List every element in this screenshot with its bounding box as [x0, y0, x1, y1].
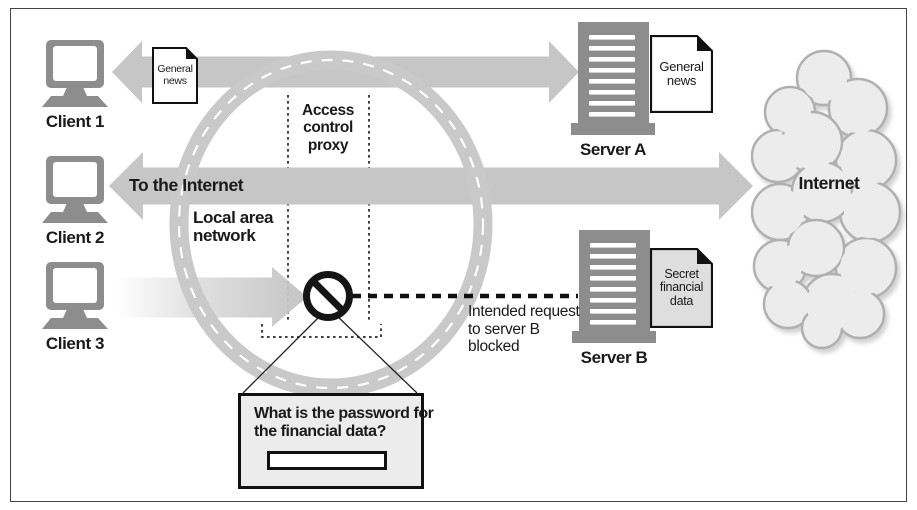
- proxy-bottom-dotted-bracket: [261, 324, 382, 338]
- general-news-document-client: General news: [152, 47, 198, 104]
- internet-label: Internet: [798, 173, 860, 193]
- server-b: Server B: [571, 230, 657, 368]
- server-a: Server A: [570, 22, 656, 160]
- computer-icon: [42, 156, 108, 223]
- cloud-icon: [750, 49, 902, 350]
- client-1: Client 1: [30, 40, 120, 132]
- server-a-label: Server A: [579, 140, 647, 159]
- password-input: [267, 451, 387, 470]
- document-icon: [650, 35, 713, 113]
- local-area-network-label: Local area network: [193, 208, 274, 246]
- general-news-document-serverA-text: General news: [659, 58, 704, 88]
- general-news-document-client-text: General news: [157, 63, 193, 87]
- password-question: What is the password for the financial d…: [254, 405, 434, 441]
- blocked-request-note: Intended request to server B blocked: [468, 303, 580, 356]
- callout-leader-left: [242, 313, 323, 394]
- client-2: Client 2: [30, 156, 120, 248]
- general-news-document-serverA: General news: [650, 35, 713, 113]
- document-icon: [152, 47, 198, 104]
- secret-financial-data-document-text: Secret financial data: [659, 266, 704, 308]
- figure-border: [10, 8, 907, 502]
- to-internet-label: To the Internet: [129, 175, 244, 195]
- client-2-label: Client 2: [45, 228, 105, 247]
- computer-icon: [42, 40, 108, 107]
- password-callout-box: What is the password for the financial d…: [238, 393, 434, 489]
- callout-leader-right: [334, 313, 418, 394]
- server-icon: [572, 230, 656, 343]
- client-1-label: Client 1: [45, 112, 105, 131]
- client1-serverA-arrow: [112, 41, 579, 103]
- client-3-label: Client 3: [45, 334, 105, 353]
- client-3: Client 3: [30, 262, 120, 354]
- prohibition-icon: [303, 271, 353, 321]
- to-internet-arrow: [109, 152, 753, 220]
- secret-financial-data-document: Secret financial data: [650, 248, 713, 328]
- internet-cloud: Internet: [750, 48, 908, 350]
- client3-blocked-arrow: [116, 267, 307, 327]
- lan-ring-dashed-centerline: [177, 58, 485, 390]
- server-b-label: Server B: [580, 348, 648, 367]
- server-icon: [571, 22, 655, 135]
- access-control-proxy-label: Access control proxy: [302, 102, 354, 154]
- computer-icon: [42, 262, 108, 329]
- document-icon: [650, 248, 713, 328]
